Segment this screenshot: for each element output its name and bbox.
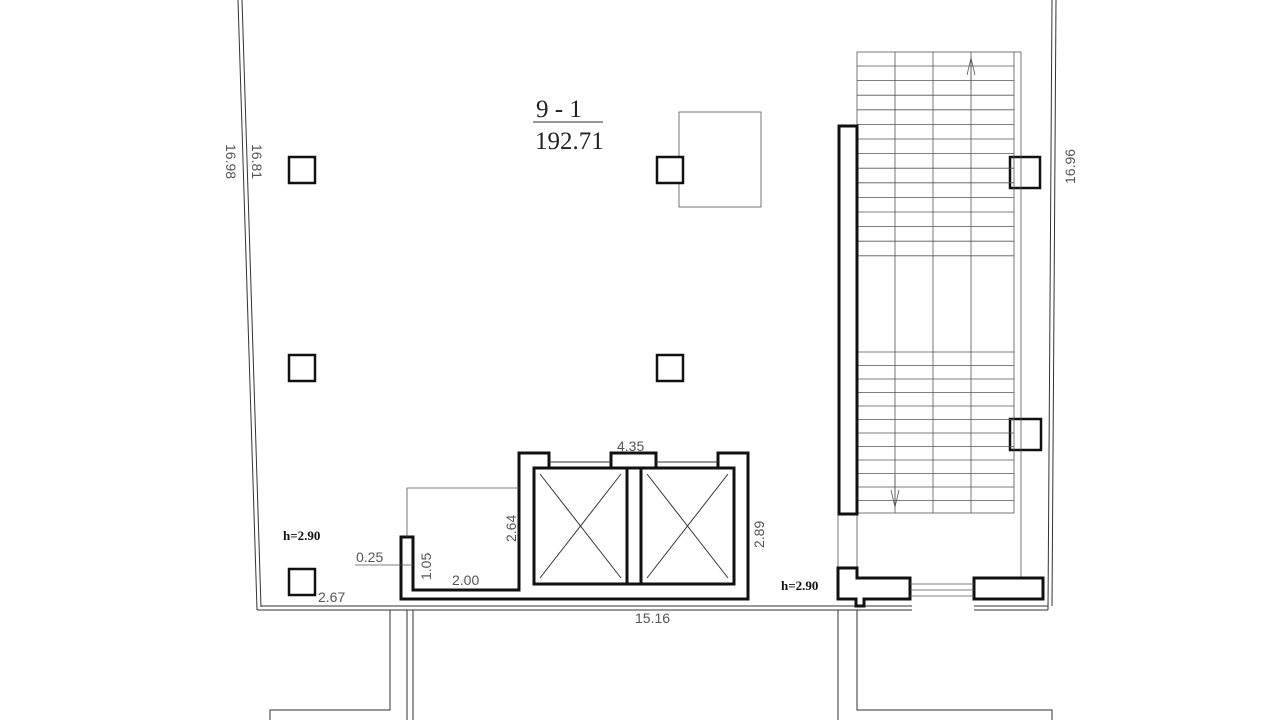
column: [287, 155, 317, 185]
dim-corner-gap: 2.67: [318, 589, 345, 605]
dim-bottom-total: 15.16: [635, 610, 670, 626]
column: [655, 353, 685, 383]
dim-shaft-depth-right: 2.89: [751, 521, 767, 548]
column: [1008, 155, 1042, 190]
stair-landing-wall: [972, 576, 1045, 601]
lower-walls: [269, 610, 1053, 720]
recess-outline: [406, 487, 519, 537]
stair-direction-arrows: [890, 57, 976, 508]
dim-left-outer: 16.98: [223, 144, 239, 179]
room-area: 192.71: [535, 128, 604, 155]
shaft-opening: [678, 111, 762, 208]
elevator-shaft: [532, 466, 629, 586]
dim-left-inner: 16.81: [249, 144, 265, 179]
elevator-divider-wall: [625, 466, 643, 586]
dim-elevator-top: 4.35: [617, 438, 644, 454]
elevator-divider-wall: [609, 451, 658, 470]
building-outline: [237, 0, 1057, 611]
stair-wall: [837, 124, 859, 516]
dim-wall-thickness: 0.25: [356, 549, 383, 565]
column: [1008, 417, 1043, 452]
room-number: 9 - 1: [536, 96, 582, 123]
room-label: 9 - 1 192.71: [533, 96, 604, 155]
dim-recess-depth: 1.05: [418, 553, 434, 580]
elevator-shaft: [639, 466, 736, 586]
dim-recess-width: 2.00: [452, 572, 479, 588]
column: [287, 353, 317, 383]
stair-landing-wall: [836, 566, 912, 608]
staircase: [837, 51, 1022, 580]
column: [287, 567, 317, 597]
height-label-right: h=2.90: [781, 578, 818, 593]
dim-shaft-depth-left: 2.64: [503, 515, 519, 542]
doorway: [910, 583, 974, 597]
dim-right: 16.96: [1062, 149, 1078, 184]
height-label-left: h=2.90: [283, 528, 320, 543]
column: [655, 155, 685, 185]
